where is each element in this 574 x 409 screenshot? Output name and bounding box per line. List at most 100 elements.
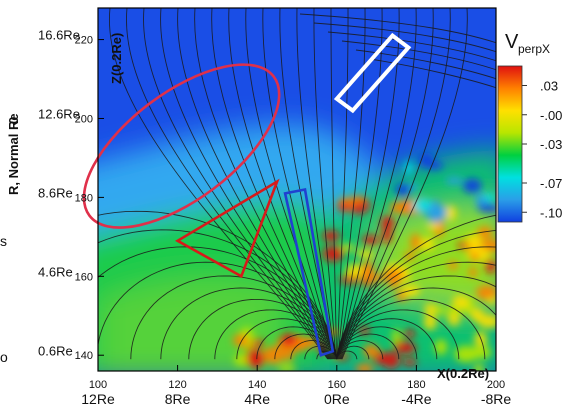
heatmap-speckle bbox=[429, 199, 441, 216]
field-line bbox=[340, 8, 434, 360]
field-line bbox=[341, 8, 468, 360]
heatmap-speckle bbox=[434, 305, 446, 316]
heatmap-speckle bbox=[392, 328, 401, 345]
heatmap-speckle bbox=[468, 266, 478, 278]
y-tick-label: 180 bbox=[75, 192, 93, 204]
heatmap-speckle bbox=[233, 353, 250, 366]
colorbar-tick-label: -.00 bbox=[540, 108, 562, 123]
heatmap-speckle bbox=[284, 347, 294, 362]
y-tick-label: 140 bbox=[75, 350, 93, 362]
heatmap-speckle bbox=[474, 331, 487, 348]
heatmap-speckle bbox=[452, 294, 470, 310]
heatmap-speckle bbox=[322, 245, 345, 262]
field-line bbox=[313, 22, 496, 53]
field-line bbox=[340, 8, 451, 360]
field-line bbox=[194, 8, 332, 360]
heatmap-speckle bbox=[278, 364, 296, 371]
heatmap-speckle bbox=[470, 252, 480, 261]
y-tick-label: 200 bbox=[75, 113, 93, 125]
heatmap-speckle bbox=[473, 363, 484, 371]
x-tick-label: 120 bbox=[168, 379, 186, 391]
field-line bbox=[177, 8, 331, 360]
left-edge-fragment-2: o bbox=[0, 349, 8, 365]
heatmap-speckle bbox=[426, 223, 441, 231]
region-lightgreen bbox=[380, 208, 496, 305]
heatmap-speckle bbox=[465, 234, 482, 249]
field-line bbox=[338, 8, 400, 360]
y-re-label: 0.6Re bbox=[38, 343, 73, 358]
heatmap-speckle bbox=[424, 303, 438, 316]
field-line bbox=[296, 8, 336, 360]
x-re-label: -4Re bbox=[401, 391, 432, 407]
field-line bbox=[330, 8, 338, 360]
annotations bbox=[82, 32, 412, 357]
field-line bbox=[337, 8, 366, 360]
heatmap-speckle bbox=[355, 249, 369, 256]
annotation-polygon bbox=[333, 32, 412, 114]
heatmap-speckle bbox=[485, 258, 496, 273]
field-line bbox=[336, 8, 349, 360]
y-tick-label: 220 bbox=[75, 35, 93, 47]
colorbar-tick-label: .03 bbox=[540, 79, 558, 94]
colorbar-tick-label: -.07 bbox=[540, 176, 562, 191]
field-line bbox=[245, 8, 334, 360]
field-line bbox=[336, 275, 496, 359]
heatmap-speckle bbox=[470, 307, 484, 322]
heatmap-speckle bbox=[246, 350, 265, 368]
field-line bbox=[211, 8, 333, 360]
heatmap-speckle bbox=[472, 345, 492, 359]
heatmap-speckle bbox=[434, 339, 448, 355]
heatmap-speckle bbox=[413, 197, 432, 209]
y-re-label: 16.6Re bbox=[38, 28, 80, 43]
heatmap-speckle bbox=[404, 160, 413, 176]
heatmap-speckle bbox=[454, 345, 478, 363]
heatmap-speckle bbox=[420, 237, 435, 251]
x-tick-label: 160 bbox=[328, 379, 346, 391]
field-line bbox=[313, 8, 337, 360]
x-tick-label: 180 bbox=[407, 379, 425, 391]
colorbar-tick-label: -.10 bbox=[540, 205, 562, 220]
field-line bbox=[299, 13, 496, 44]
field-line bbox=[327, 31, 496, 62]
heatmap-speckle bbox=[402, 358, 418, 366]
x-re-label: 8Re bbox=[165, 391, 191, 407]
field-line bbox=[369, 58, 496, 89]
y-axis-label: Z(0.2Re) bbox=[109, 33, 124, 84]
colorbar-label-main: V bbox=[505, 31, 519, 53]
y-tick-label: 160 bbox=[75, 271, 93, 283]
field-line bbox=[160, 8, 331, 360]
x-axis-label: X(0.2Re) bbox=[437, 366, 489, 381]
heatmap-speckle bbox=[426, 160, 444, 170]
heatmap-speckle bbox=[297, 336, 319, 349]
heatmap-speckle bbox=[382, 351, 400, 369]
heatmap-speckle bbox=[347, 196, 366, 204]
colorbar-ramp bbox=[497, 65, 523, 223]
colorbar: V perpX .03 -.00 -.03 -.07 -.10 bbox=[497, 31, 562, 223]
left-edge-fragment-1: s bbox=[0, 233, 7, 249]
x-re-label: 4Re bbox=[244, 391, 270, 407]
heatmap-speckle bbox=[395, 183, 411, 197]
heatmap-speckle bbox=[477, 203, 496, 213]
colorbar-tick-label: -.03 bbox=[540, 137, 562, 152]
heatmap-speckle bbox=[362, 344, 380, 358]
heatmap-speckle bbox=[262, 346, 285, 364]
heatmap-speckle bbox=[487, 296, 496, 306]
heatmap-speckle bbox=[477, 226, 493, 239]
x-tick-label: 200 bbox=[487, 379, 505, 391]
y-re-label: 8.6Re bbox=[38, 185, 73, 200]
annotation-ellipse bbox=[82, 63, 281, 229]
x-tick-label: 100 bbox=[89, 379, 107, 391]
x-tick-label: 140 bbox=[248, 379, 266, 391]
field-lines bbox=[98, 8, 496, 360]
field-line bbox=[341, 40, 496, 71]
heatmap-speckle bbox=[280, 333, 297, 347]
heatmap-speckle bbox=[232, 334, 249, 347]
heatmap-speckle bbox=[340, 244, 355, 251]
annotation-polygon bbox=[283, 187, 335, 357]
colorbar-label-sub: perpX bbox=[518, 42, 550, 56]
heatmap-speckle bbox=[402, 330, 417, 338]
x-re-label: -8Re bbox=[481, 391, 512, 407]
left-label-fragment: 0 bbox=[6, 117, 21, 124]
